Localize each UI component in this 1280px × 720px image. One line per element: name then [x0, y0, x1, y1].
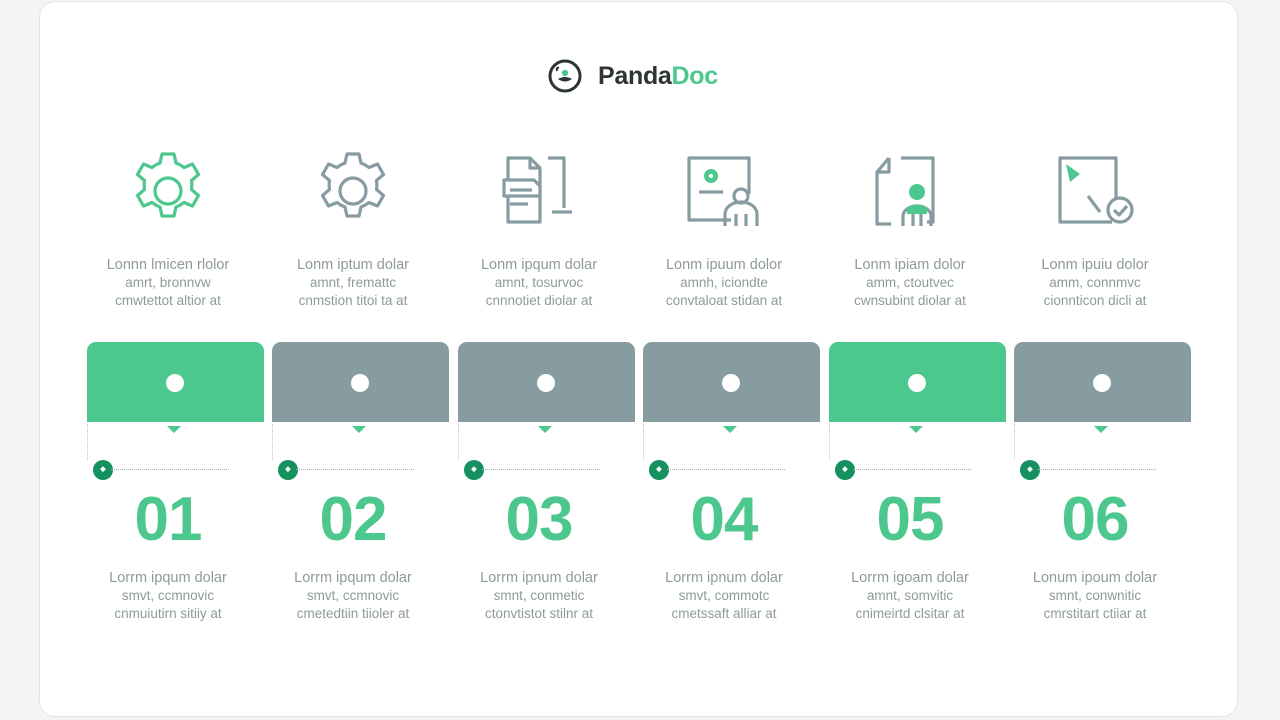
document-check-icon [1052, 150, 1138, 236]
brand-name: PandaDoc [598, 61, 718, 90]
divider-line [111, 469, 229, 470]
step-description-bottom: Lorrm ipnum dolar smnt, conmetic ctonvti… [480, 570, 598, 621]
step-description-top: Lonm iptum dolar amnt, fremattc cnmstion… [296, 257, 410, 308]
step-description-top: Lonm ipuiu dolor amm, connmvc cionnticon… [1041, 257, 1149, 308]
step-marker-box [87, 342, 264, 422]
marker-dot [537, 374, 555, 392]
step-description-top: Lonnn lmicen rlolor amrt, bronnvw cmwtet… [106, 257, 230, 308]
marker-dot [351, 374, 369, 392]
step-badge-icon: ◆ [835, 460, 855, 480]
pointer-arrow [538, 426, 552, 433]
panda-logo-icon [548, 59, 582, 93]
step-3: Lonm ipqum dolar amnt, tosurvoc cnnnotie… [458, 0, 644, 720]
document-fold-icon [496, 150, 582, 236]
divider-line [667, 469, 785, 470]
step-description-bottom: Lorrm igoam dolar amnt, somvitic cnimeir… [851, 570, 969, 621]
step-badge-icon: ◆ [1020, 460, 1040, 480]
step-badge-icon: ◆ [464, 460, 484, 480]
connector-line [458, 424, 459, 460]
marker-dot [908, 374, 926, 392]
step-badge-icon: ◆ [649, 460, 669, 480]
divider-line [296, 469, 414, 470]
step-1: Lonnn lmicen rlolor amrt, bronnvw cmwtet… [87, 0, 273, 720]
pointer-arrow [723, 426, 737, 433]
divider-line [1038, 469, 1156, 470]
connector-line [1014, 424, 1015, 460]
brand-logo: PandaDoc [548, 56, 718, 96]
step-description-top: Lonm ipuum dolor amnh, iciondte convtalo… [665, 257, 783, 308]
gear-icon [310, 150, 396, 236]
step-number: 01 [134, 485, 203, 554]
step-number: 03 [505, 485, 574, 554]
step-5: Lonm ipiam dolor amm, ctoutvec cwnsubint… [829, 0, 1015, 720]
step-badge-icon: ◆ [93, 460, 113, 480]
pointer-arrow [909, 426, 923, 433]
connector-line [643, 424, 644, 460]
step-6: Lonm ipuiu dolor amm, connmvc cionnticon… [1014, 0, 1200, 720]
step-number: 06 [1061, 485, 1130, 554]
step-marker-box [829, 342, 1006, 422]
step-description-bottom: Lorrm ipnum dolar smvt, commotc cmetssaf… [665, 570, 783, 621]
document-person-icon [867, 150, 953, 236]
step-badge-icon: ◆ [278, 460, 298, 480]
step-marker-box [1014, 342, 1191, 422]
step-2: Lonm iptum dolar amnt, fremattc cnmstion… [272, 0, 458, 720]
step-number: 04 [690, 485, 759, 554]
step-marker-box [643, 342, 820, 422]
step-description-bottom: Lonum ipoum dolar smnt, conwnitic cmrsti… [1032, 570, 1158, 621]
pointer-arrow [167, 426, 181, 433]
step-description-top: Lonm ipiam dolor amm, ctoutvec cwnsubint… [854, 257, 966, 308]
marker-dot [722, 374, 740, 392]
profile-card-icon [681, 150, 767, 236]
divider-line [853, 469, 971, 470]
marker-dot [1093, 374, 1111, 392]
gear-icon [125, 150, 211, 236]
connector-line [829, 424, 830, 460]
step-4: Lonm ipuum dolor amnh, iciondte convtalo… [643, 0, 829, 720]
marker-dot [166, 374, 184, 392]
step-number: 02 [319, 485, 388, 554]
divider-line [482, 469, 600, 470]
pointer-arrow [1094, 426, 1108, 433]
step-description-bottom: Lorrm ipqum dolar smvt, ccmnovic cnmuiut… [109, 570, 227, 621]
step-marker-box [458, 342, 635, 422]
connector-line [272, 424, 273, 460]
connector-line [87, 424, 88, 460]
step-number: 05 [876, 485, 945, 554]
step-description-bottom: Lorrm ipqum dolar smvt, ccmnovic cmetedt… [294, 570, 412, 621]
step-marker-box [272, 342, 449, 422]
pointer-arrow [352, 426, 366, 433]
step-description-top: Lonm ipqum dolar amnt, tosurvoc cnnnotie… [480, 257, 598, 308]
